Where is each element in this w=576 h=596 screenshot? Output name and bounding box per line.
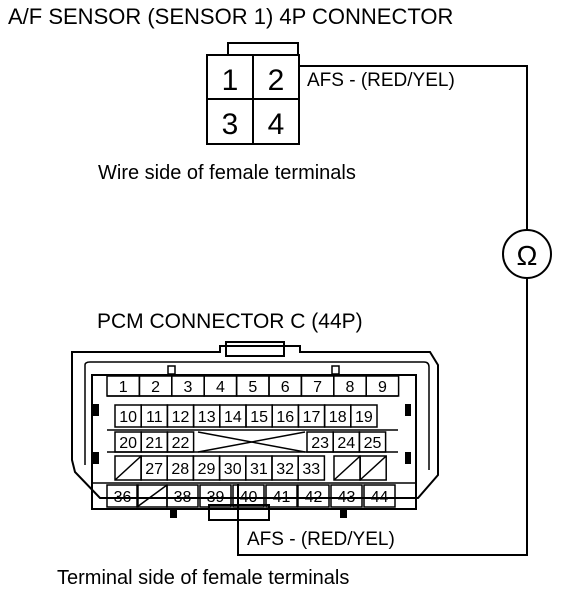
pcm-pin-25: 25 [364,435,382,452]
bottom-stud-left [170,510,177,518]
pcm-pin-21: 21 [145,435,163,452]
af-pin-4: 4 [268,108,285,141]
pcm-pin-38: 38 [174,489,192,506]
pcm-pin-7: 7 [313,379,322,396]
pcm-pin-39: 39 [207,489,225,506]
right-clip-lower [405,452,411,464]
pcm-pin-36: 36 [114,489,132,506]
pcm-bottom-tab [208,504,270,521]
blank-cross-line [197,431,306,453]
terminal-side-caption: Terminal side of female terminals [57,567,350,589]
pcm-lock-tab [225,341,285,357]
right-clip-upper [405,404,411,416]
terminal-cell [359,455,387,481]
af-pin-3: 3 [222,108,239,141]
pcm-pin-44: 44 [371,489,389,506]
af-pin-2: 2 [268,64,285,97]
pcm-pin-10: 10 [119,409,137,426]
pcm-pin-31: 31 [250,461,268,478]
terminal-cell [166,484,199,508]
bottom-stud-right [340,510,347,518]
af-connector-lock-tab [227,42,299,56]
pcm-connector-title: PCM CONNECTOR C (44P) [97,310,363,333]
wire-side-caption: Wire side of female terminals [98,162,356,184]
left-clip-upper [93,404,99,416]
pcm-pin-29: 29 [198,461,216,478]
unused-terminal-slash [333,455,361,481]
terminal-cell [350,404,378,428]
pcm-pin-19: 19 [355,409,373,426]
terminal-cell [330,484,363,508]
afs-wire-label-top: AFS - (RED/YEL) [307,70,455,91]
terminal-cell [106,484,139,508]
pcm-pin-32: 32 [276,461,294,478]
terminal-cell [297,484,330,508]
pcm-pin-41: 41 [273,489,291,506]
terminal-cell [363,484,396,508]
pcm-pin-20: 20 [119,435,137,452]
pcm-pin-12: 12 [172,409,190,426]
pcm-pin-5: 5 [248,379,257,396]
pcm-pin-16: 16 [276,409,294,426]
left-clip-lower [93,452,99,464]
terminal-cell [166,431,195,453]
terminal-cell [358,431,387,453]
pcm-pin-22: 22 [172,435,190,452]
key-notch-right [331,365,340,375]
afs-wire-label-bottom: AFS - (RED/YEL) [247,529,395,550]
pcm-pin-40: 40 [240,489,258,506]
pcm-pin-24: 24 [337,435,355,452]
pcm-pin-6: 6 [281,379,290,396]
unused-terminal-slash [359,455,387,481]
pcm-pin-42: 42 [305,489,323,506]
unused-terminal-slash [136,484,168,508]
terminal-cell [199,484,232,508]
af-connector-title: A/F SENSOR (SENSOR 1) 4P CONNECTOR [8,4,454,29]
pcm-pin-8: 8 [346,379,355,396]
terminal-cell [232,484,265,508]
pcm-connector-shell [71,345,439,499]
terminal-cell [265,484,298,508]
pcm-pin-1: 1 [119,379,128,396]
pcm-pin-28: 28 [171,461,189,478]
unused-terminal-slash [114,455,142,481]
pcm-pin-18: 18 [329,409,347,426]
pcm-pin-3: 3 [184,379,193,396]
pcm-terminal-block [91,374,417,510]
terminal-cell [297,455,326,481]
pcm-pin-17: 17 [303,409,321,426]
pcm-pin-4: 4 [216,379,225,396]
pcm-pin-9: 9 [378,379,387,396]
pcm-pin-30: 30 [224,461,242,478]
pcm-pin-2: 2 [151,379,160,396]
pcm-pin-27: 27 [145,461,163,478]
pcm-pin-11: 11 [146,409,163,426]
pcm-pin-33: 33 [302,461,320,478]
ohmmeter-icon [502,229,552,279]
pcm-pin-13: 13 [198,409,216,426]
ohm-symbol: Ω [517,240,538,271]
terminal-cell [365,375,400,397]
af-pin-1: 1 [222,64,239,97]
pcm-pin-14: 14 [224,409,242,426]
pcm-pin-43: 43 [338,489,356,506]
pcm-pin-15: 15 [250,409,268,426]
key-notch-left [167,365,176,375]
meter-lead-top [299,65,528,230]
pcm-pin-23: 23 [311,435,329,452]
